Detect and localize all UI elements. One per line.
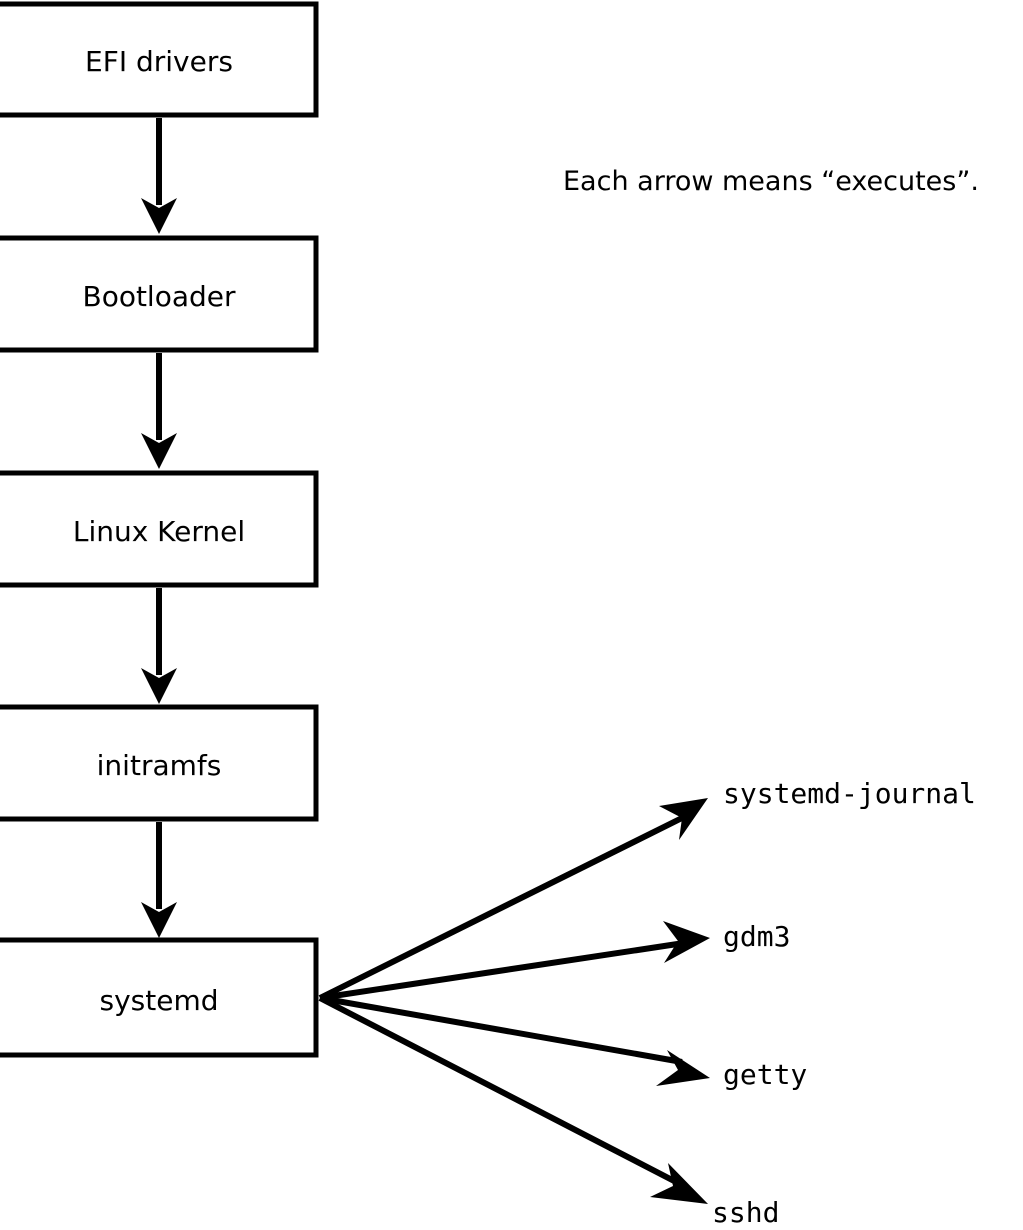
arrow-systemd-to-sshd <box>318 995 708 1204</box>
arrow-shaft <box>318 813 688 1001</box>
process-label-getty: getty <box>723 1058 807 1091</box>
arrow-head-icon <box>650 1163 708 1204</box>
arrow-systemd-to-getty <box>319 995 710 1086</box>
node-label: Bootloader <box>82 280 236 313</box>
arrow-linux-kernel-to-initramfs <box>141 588 177 704</box>
arrow-shaft <box>318 995 680 1186</box>
process-label-sshd: sshd <box>712 1196 779 1229</box>
arrow-head-icon <box>656 1050 710 1086</box>
node-box <box>0 937 319 1058</box>
node-box <box>0 1 319 118</box>
arrow-systemd-to-systemd-journal <box>318 798 708 1001</box>
process-label-systemd-journal: systemd-journal <box>723 777 976 810</box>
process-label-gdm3: gdm3 <box>723 920 790 953</box>
arrow-systemd-to-gdm3 <box>319 921 710 1001</box>
arrow-head-icon <box>141 668 177 704</box>
arrow-initramfs-to-systemd <box>141 822 177 938</box>
diagram-caption: Each arrow means “executes”. <box>563 166 979 197</box>
arrow-head-icon <box>663 921 710 963</box>
node-label: Linux Kernel <box>73 515 245 548</box>
arrow-head-icon <box>141 902 177 938</box>
node-bootloader[interactable]: Bootloader <box>0 235 319 353</box>
node-label: EFI drivers <box>85 45 233 78</box>
arrow-head-icon <box>659 798 708 840</box>
arrow-bootloader-to-linux-kernel <box>141 353 177 469</box>
arrow-head-icon <box>141 198 177 234</box>
node-label: initramfs <box>97 749 222 782</box>
node-linux-kernel[interactable]: Linux Kernel <box>0 470 319 588</box>
node-initramfs[interactable]: initramfs <box>0 704 319 822</box>
arrow-shaft <box>319 995 683 1065</box>
node-box <box>0 704 319 822</box>
arrow-efi-drivers-to-bootloader <box>141 118 177 234</box>
arrow-shaft <box>319 940 685 1001</box>
node-label: systemd <box>100 984 219 1017</box>
arrow-head-icon <box>141 433 177 469</box>
node-box <box>0 235 319 353</box>
node-efi-drivers[interactable]: EFI drivers <box>0 1 319 118</box>
node-systemd[interactable]: systemd <box>0 937 319 1058</box>
node-box <box>0 470 319 588</box>
